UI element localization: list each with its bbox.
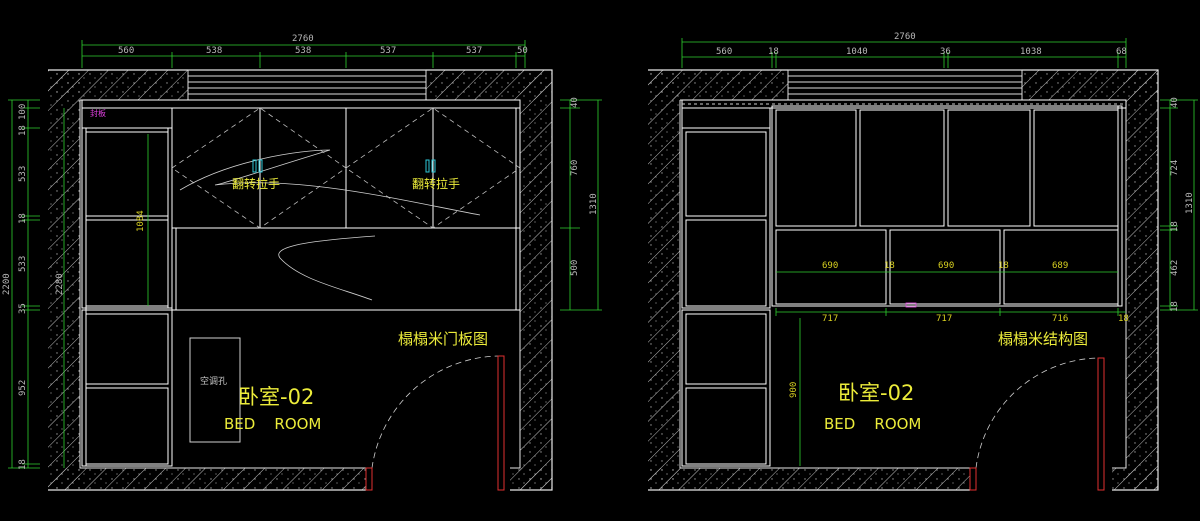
- right-drawer-width-1: 18: [884, 261, 895, 271]
- right-drawer-width-2: 690: [938, 261, 954, 271]
- left-side-seg-7: 18: [18, 459, 28, 470]
- right-top-total: 2760: [894, 32, 916, 42]
- left-right-seg-1: 760: [570, 160, 580, 176]
- right-top-seg-2: 1040: [846, 47, 868, 57]
- right-top-seg-0: 560: [716, 47, 732, 57]
- right-top-seg-1: 18: [768, 47, 779, 57]
- left-top-seg-2: 538: [295, 46, 311, 56]
- right-drawer-width-0: 690: [822, 261, 838, 271]
- right-side-dimensions: [1160, 99, 1198, 311]
- right-room-name: 卧室-02: [838, 381, 914, 405]
- left-top-seg-0: 560: [118, 46, 134, 56]
- left-right-seg-2: 500: [570, 260, 580, 276]
- left-side-dimensions: [8, 99, 65, 469]
- right-top-seg-5: 68: [1116, 47, 1127, 57]
- left-side-seg-3: 18: [18, 213, 28, 224]
- right-drawing: 690 18 690 18 689 717 717 716 18 900 榻榻米…: [648, 32, 1198, 491]
- right-side-seg-1: 724: [1170, 160, 1180, 176]
- right-door: [969, 357, 1105, 491]
- left-top-dimensions: [81, 40, 526, 68]
- left-door-open-symbols: [171, 107, 521, 229]
- right-wall: [648, 69, 1159, 491]
- left-room-name: 卧室-02: [238, 385, 314, 409]
- right-bottom-width-2: 716: [1052, 314, 1068, 324]
- left-side-seg-5: 35: [18, 303, 28, 314]
- left-top-seg-4: 537: [466, 46, 482, 56]
- left-drawing: 翻转拉手 翻转拉手 封板 1084 空调孔 榻榻米门板图 卧室-02 BED R…: [2, 34, 602, 491]
- left-top-seg-5: 50: [517, 46, 528, 56]
- left-side-seg-6: 952: [18, 380, 28, 396]
- right-side-seg-3: 462: [1170, 260, 1180, 276]
- right-title: 榻榻米结构图: [998, 330, 1088, 348]
- left-wall: [48, 69, 553, 491]
- handle-label-left-1: 翻转拉手: [232, 176, 280, 191]
- right-bottom-width-3: 18: [1118, 314, 1129, 324]
- left-break-lines: [179, 149, 481, 301]
- right-internal-dimensions: [775, 271, 1126, 466]
- left-door: [365, 355, 505, 491]
- right-side-seg-2: 18: [1170, 221, 1180, 232]
- ac-hole-box: [189, 337, 241, 443]
- right-drawer-width-3: 18: [998, 261, 1009, 271]
- right-height-dim: 900: [789, 382, 799, 398]
- right-side-total: 1310: [1185, 192, 1195, 214]
- left-vertical-dim: 1084: [136, 210, 146, 232]
- small-magenta-label: 封板: [90, 108, 106, 118]
- left-side-seg-1: 18: [18, 125, 28, 136]
- right-top-seg-4: 1038: [1020, 47, 1042, 57]
- left-top-seg-1: 538: [206, 46, 222, 56]
- right-side-seg-4: 18: [1170, 301, 1180, 312]
- right-room-en: BED ROOM: [824, 415, 921, 433]
- ac-hole-label: 空调孔: [200, 375, 227, 387]
- left-right-total: 1310: [589, 193, 599, 215]
- right-drawer-width-4: 689: [1052, 261, 1068, 271]
- left-side-inner: 2280: [55, 273, 65, 295]
- left-top-total: 2760: [292, 34, 314, 44]
- left-right-dimensions: [560, 99, 602, 311]
- right-cabinet: [681, 99, 1127, 467]
- left-side-seg-4: 533: [18, 256, 28, 272]
- left-handles: [252, 159, 436, 173]
- right-bottom-width-1: 717: [936, 314, 952, 324]
- right-top-dimensions: [681, 38, 1127, 68]
- left-title: 榻榻米门板图: [398, 330, 488, 348]
- left-side-seg-0: 100: [18, 104, 28, 120]
- left-right-seg-0: 40: [570, 97, 580, 108]
- left-top-seg-3: 537: [380, 46, 396, 56]
- right-side-seg-0: 40: [1170, 97, 1180, 108]
- right-top-seg-3: 36: [940, 47, 951, 57]
- left-room-en: BED ROOM: [224, 415, 321, 433]
- right-bottom-width-0: 717: [822, 314, 838, 324]
- left-side-total: 2200: [2, 273, 12, 295]
- handle-label-left-2: 翻转拉手: [412, 176, 460, 191]
- left-side-seg-2: 533: [18, 166, 28, 182]
